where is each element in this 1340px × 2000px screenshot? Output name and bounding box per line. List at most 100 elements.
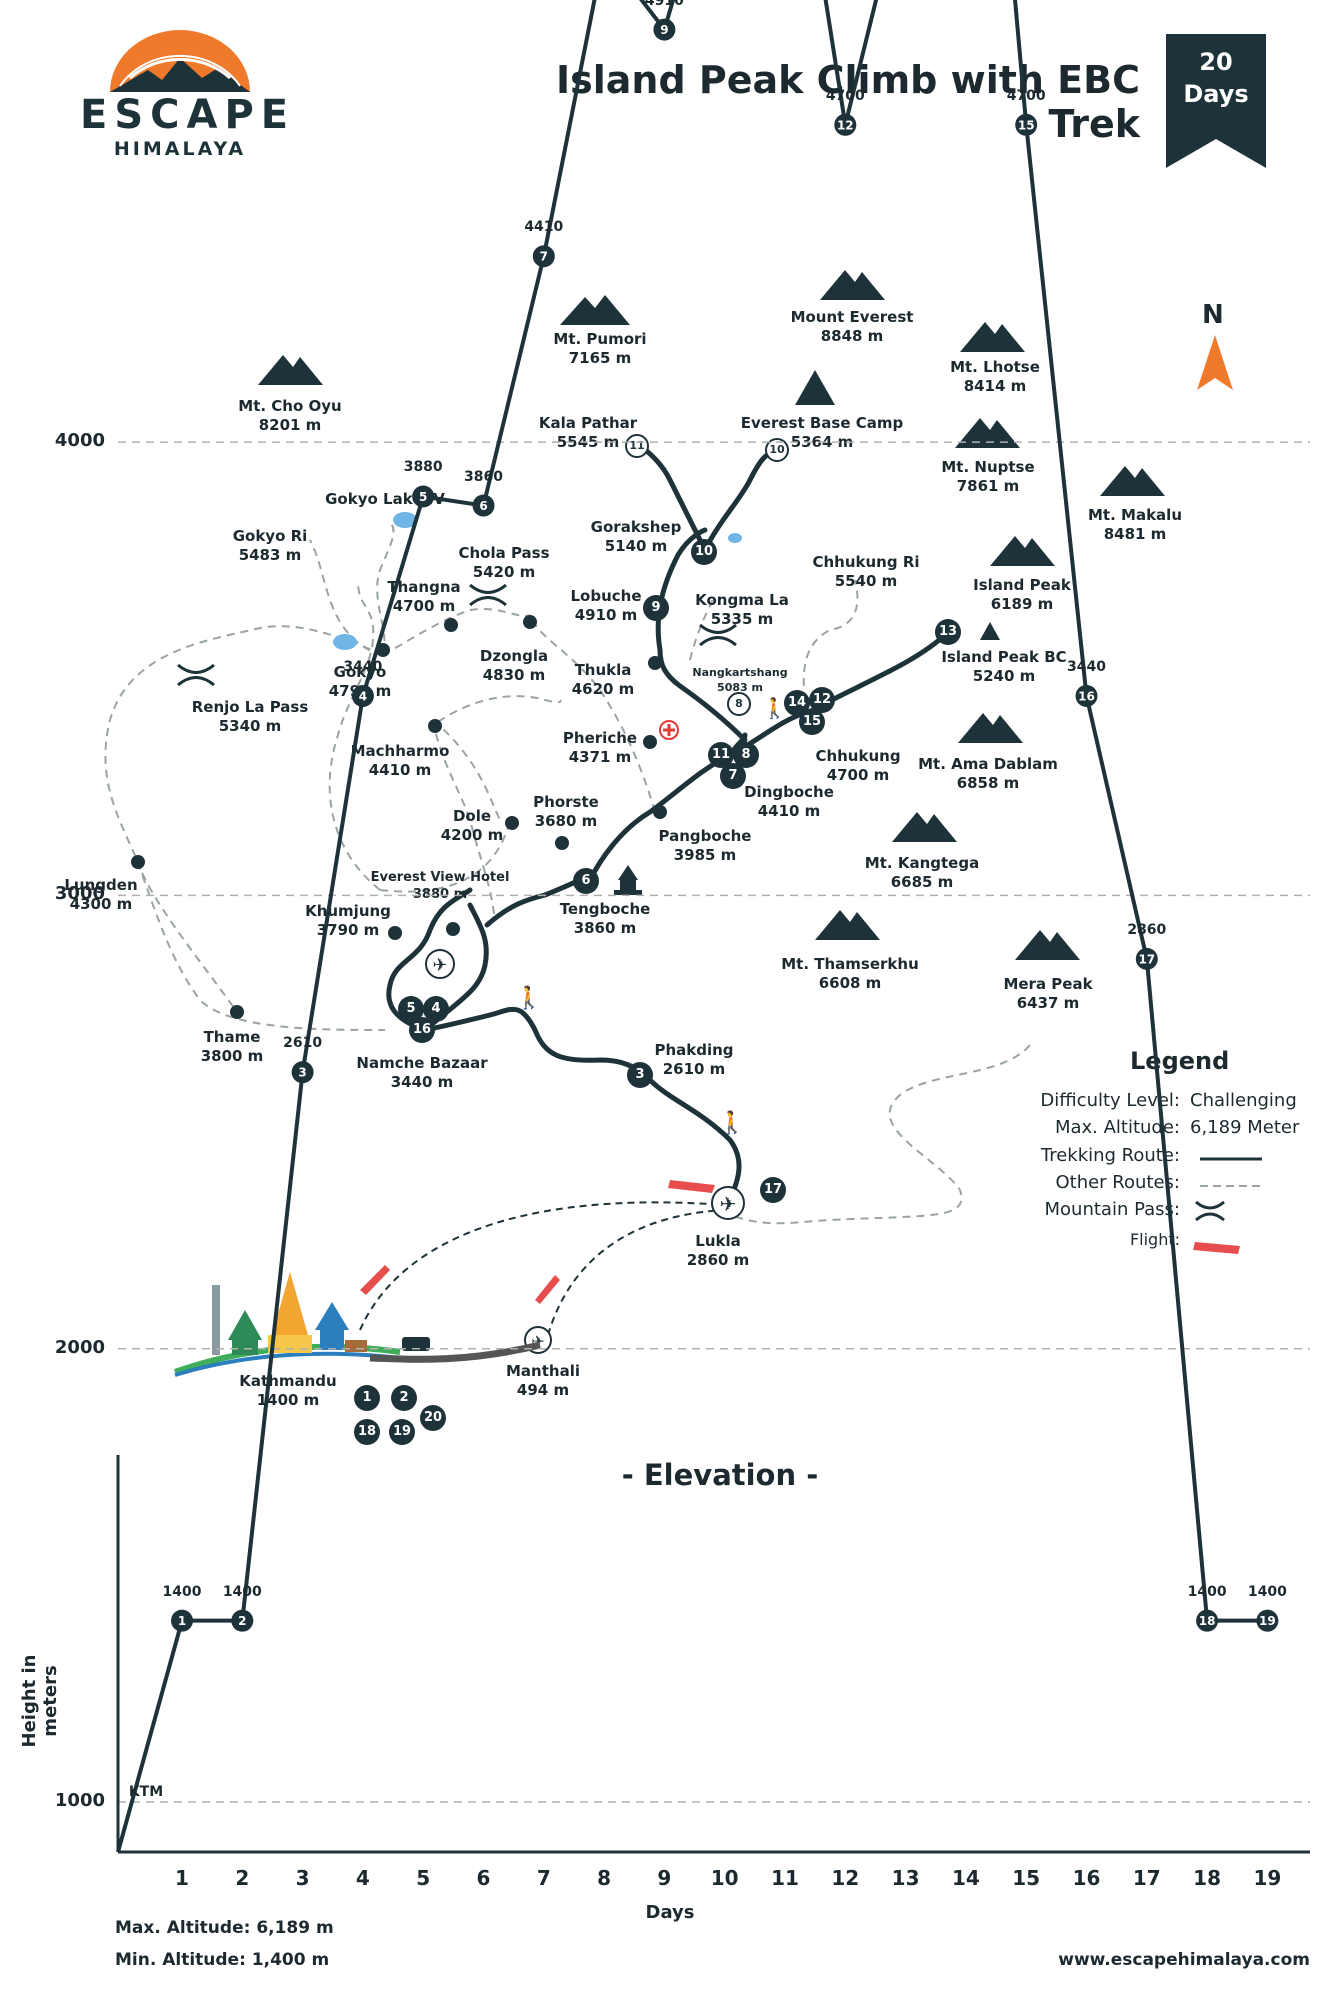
elevation-point xyxy=(532,245,555,268)
day-marker: 11 xyxy=(708,742,734,768)
elevation-value-label: 1400 xyxy=(162,1583,202,1600)
mountain-icon xyxy=(990,536,1055,566)
y-tick-label: 3000 xyxy=(54,883,105,905)
pass-icon xyxy=(469,583,507,607)
pass-icon xyxy=(699,623,737,647)
x-tick-label: 10 xyxy=(710,1866,739,1890)
x-tick-label: 8 xyxy=(597,1866,612,1890)
day-marker: 20 xyxy=(420,1405,446,1431)
x-tick-label: 4 xyxy=(355,1866,370,1890)
legend-pass-icon xyxy=(1195,1200,1225,1222)
x-tick-label: 2 xyxy=(235,1866,250,1890)
mountain-icon xyxy=(1015,930,1080,960)
elevation-point-number: 5 xyxy=(419,490,427,504)
legend-max-alt-label: Max. Altitude: xyxy=(1054,1117,1180,1138)
elevation-point xyxy=(1196,1609,1219,1632)
mountain-icon xyxy=(960,322,1025,352)
x-tick-label: 14 xyxy=(951,1866,980,1890)
day-marker: 1 xyxy=(354,1385,380,1411)
elevation-point xyxy=(351,684,374,707)
elevation-point xyxy=(291,1061,314,1084)
x-tick-label: 12 xyxy=(831,1866,860,1890)
lake-icon xyxy=(333,634,357,650)
mountain-icon xyxy=(815,910,880,940)
y-tick-label: 2000 xyxy=(54,1336,105,1358)
x-tick-label: 7 xyxy=(536,1866,551,1890)
x-tick-label: 5 xyxy=(416,1866,431,1890)
svg-text:✈: ✈ xyxy=(720,1192,737,1216)
day-marker: 10 xyxy=(691,539,717,565)
elevation-point xyxy=(1135,947,1158,970)
legend-flight: Flight: xyxy=(1129,1230,1180,1249)
north-arrow-icon xyxy=(1197,335,1233,390)
elevation-value-label: 2860 xyxy=(1127,921,1167,938)
mountain-icon xyxy=(1100,466,1165,496)
elevation-point xyxy=(231,1609,254,1632)
elevation-value-label: 4700 xyxy=(1006,87,1046,104)
x-tick-label: 15 xyxy=(1012,1866,1041,1890)
day-marker: 15 xyxy=(799,709,825,735)
x-tick-label: 1 xyxy=(175,1866,189,1890)
day-marker: 17 xyxy=(760,1177,786,1203)
elevation-point xyxy=(834,113,857,136)
airport-icons: ✈ ✈ ✈ xyxy=(425,949,745,1354)
lake-icon xyxy=(393,512,417,528)
mountain-icons xyxy=(258,270,1165,960)
elevation-point-number: 7 xyxy=(540,250,548,264)
hiker-icon: 🚶 xyxy=(718,1110,745,1136)
x-tick-label: 16 xyxy=(1072,1866,1101,1890)
day-marker: 18 xyxy=(354,1419,380,1445)
pass-icon xyxy=(177,663,215,687)
elevation-point xyxy=(171,1609,193,1632)
legend-difficulty-value: Challenging xyxy=(1190,1090,1297,1111)
x-tick-label: 3 xyxy=(295,1866,310,1890)
elevation-value-label: 3880 xyxy=(403,459,443,476)
elevation-point-number: 15 xyxy=(1018,118,1035,132)
day-marker: 3 xyxy=(627,1062,653,1088)
hiker-icon: 🚶 xyxy=(515,985,542,1011)
elevation-point-number: 2 xyxy=(238,1614,246,1628)
elevation-point-number: 18 xyxy=(1199,1614,1216,1628)
day-marker: 16 xyxy=(409,1017,435,1043)
location-dots xyxy=(131,615,667,1019)
x-tick-label: 19 xyxy=(1253,1866,1282,1890)
elevation-point-number: 19 xyxy=(1259,1614,1276,1628)
y-tick-label: 4000 xyxy=(54,430,105,452)
mountain-pass-icons xyxy=(177,583,1225,1222)
page-title: Island Peak Climb with EBC Trek xyxy=(555,58,1140,146)
legend-title: Legend xyxy=(1130,1047,1230,1075)
escape-himalaya-logo xyxy=(110,30,250,92)
elevation-point-number: 17 xyxy=(1138,952,1155,966)
elevation-value-label: 1400 xyxy=(1247,1583,1287,1600)
elevation-point-number: 1 xyxy=(178,1614,186,1628)
elevation-title: - Elevation - xyxy=(621,1458,819,1492)
mountain-icon xyxy=(820,270,885,300)
elevation-value-label: 1400 xyxy=(1187,1583,1227,1600)
elevation-start-label: KTM xyxy=(128,1784,164,1800)
elevation-point-number: 4 xyxy=(359,689,367,703)
elevation-value-label: 1400 xyxy=(222,1583,262,1600)
day-marker: 19 xyxy=(389,1419,415,1445)
base-camp-icon xyxy=(795,370,835,405)
hiker-icon: 🚶 xyxy=(762,696,787,720)
day-marker: 13 xyxy=(935,619,961,645)
elevation-value-label: 4910 xyxy=(644,0,684,9)
logo-wordmark: ESCAPE xyxy=(80,92,296,138)
mountain-icon xyxy=(258,355,323,385)
duration-unit: Days xyxy=(1183,80,1249,108)
